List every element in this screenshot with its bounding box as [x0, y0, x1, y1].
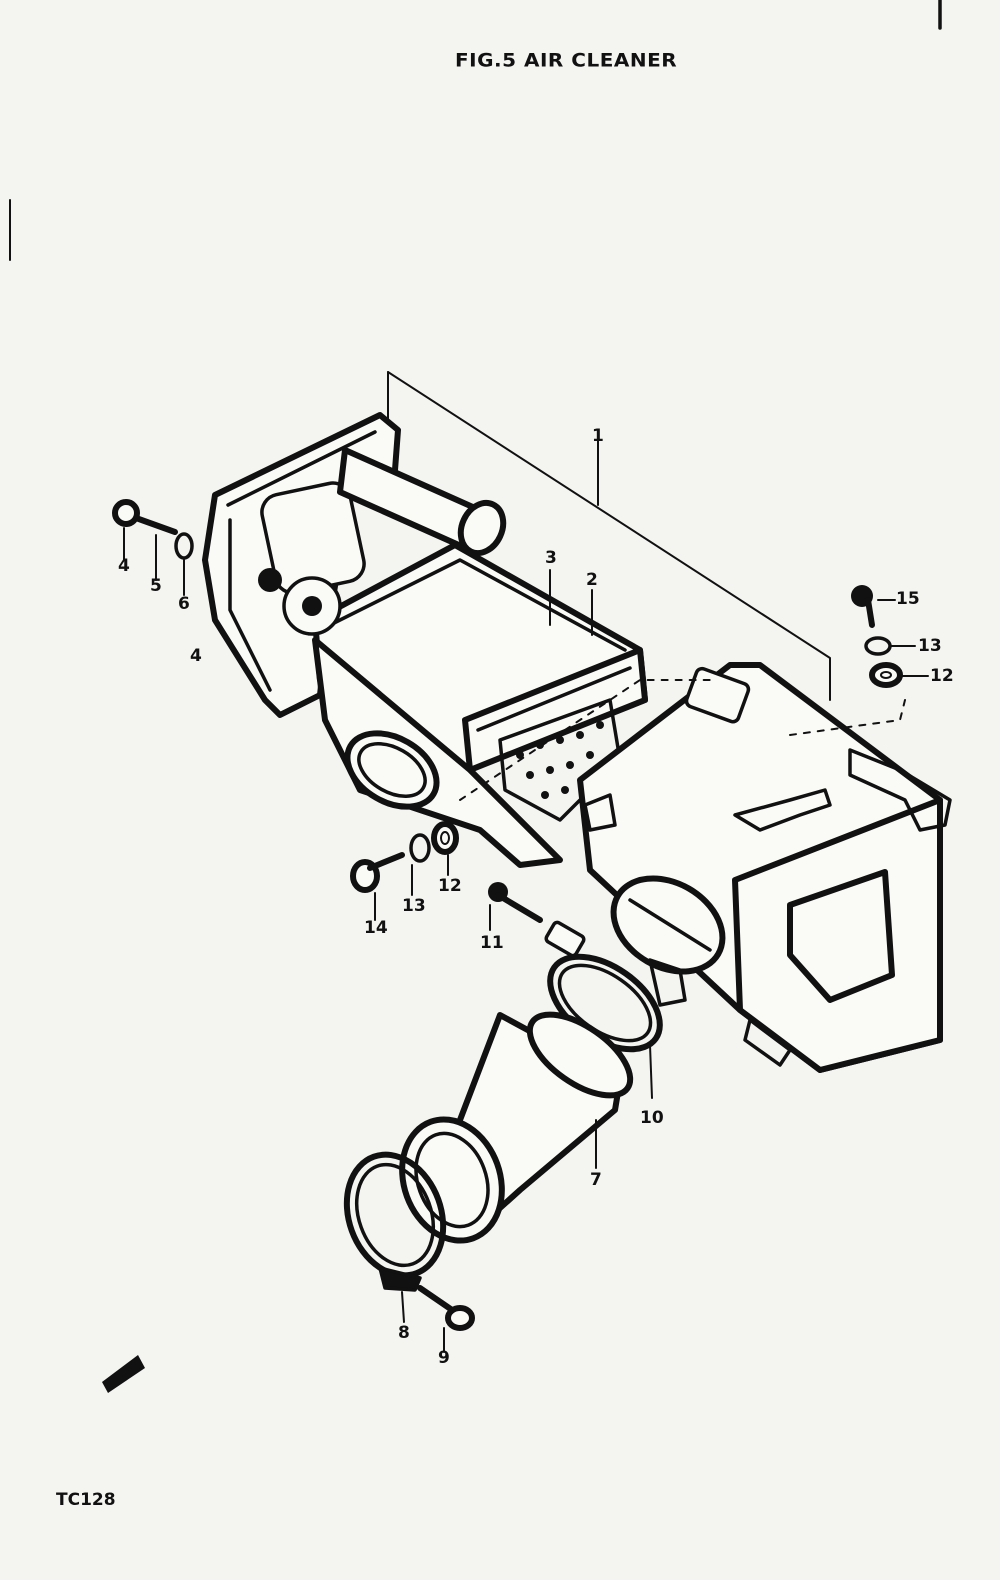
intake-tube	[337, 447, 507, 557]
callout-7: 7	[590, 1170, 602, 1190]
callout-12-right: 12	[930, 666, 954, 686]
washer-13-right	[864, 636, 916, 656]
bolt-11	[488, 882, 543, 931]
callout-10: 10	[640, 1108, 664, 1128]
intake-hose-7	[399, 1011, 634, 1244]
callout-15: 15	[896, 589, 920, 609]
washer-12-right	[869, 662, 929, 688]
callout-1: 1	[592, 426, 604, 446]
clamp-8	[343, 1151, 447, 1323]
washer-12-left	[431, 821, 459, 855]
left-housing	[258, 568, 563, 868]
callout-4-cover: 4	[190, 646, 202, 666]
callout-2: 2	[586, 570, 598, 590]
screw-4	[112, 499, 178, 561]
washer-13-left	[409, 833, 431, 896]
figure-code: TC128	[56, 1490, 116, 1510]
bolt-15	[851, 585, 896, 628]
callout-9: 9	[438, 1348, 450, 1368]
clamp-ring-10	[544, 920, 663, 1099]
callout-14: 14	[364, 918, 388, 938]
callout-11: 11	[480, 933, 504, 953]
callout-12-left: 12	[438, 876, 462, 896]
callout-13-right: 13	[918, 636, 942, 656]
callout-8: 8	[398, 1323, 410, 1343]
right-housing	[577, 662, 952, 1073]
callout-6: 6	[178, 594, 190, 614]
callout-5: 5	[150, 576, 162, 596]
washer-6	[174, 532, 194, 596]
screw-9	[417, 1285, 475, 1353]
callout-13-left: 13	[402, 896, 426, 916]
direction-arrow	[102, 1355, 145, 1393]
callout-4: 4	[118, 556, 130, 576]
callout-3: 3	[545, 548, 557, 568]
bolt-14	[350, 852, 405, 921]
figure-title: FIG.5 AIR CLEANER	[455, 48, 678, 72]
